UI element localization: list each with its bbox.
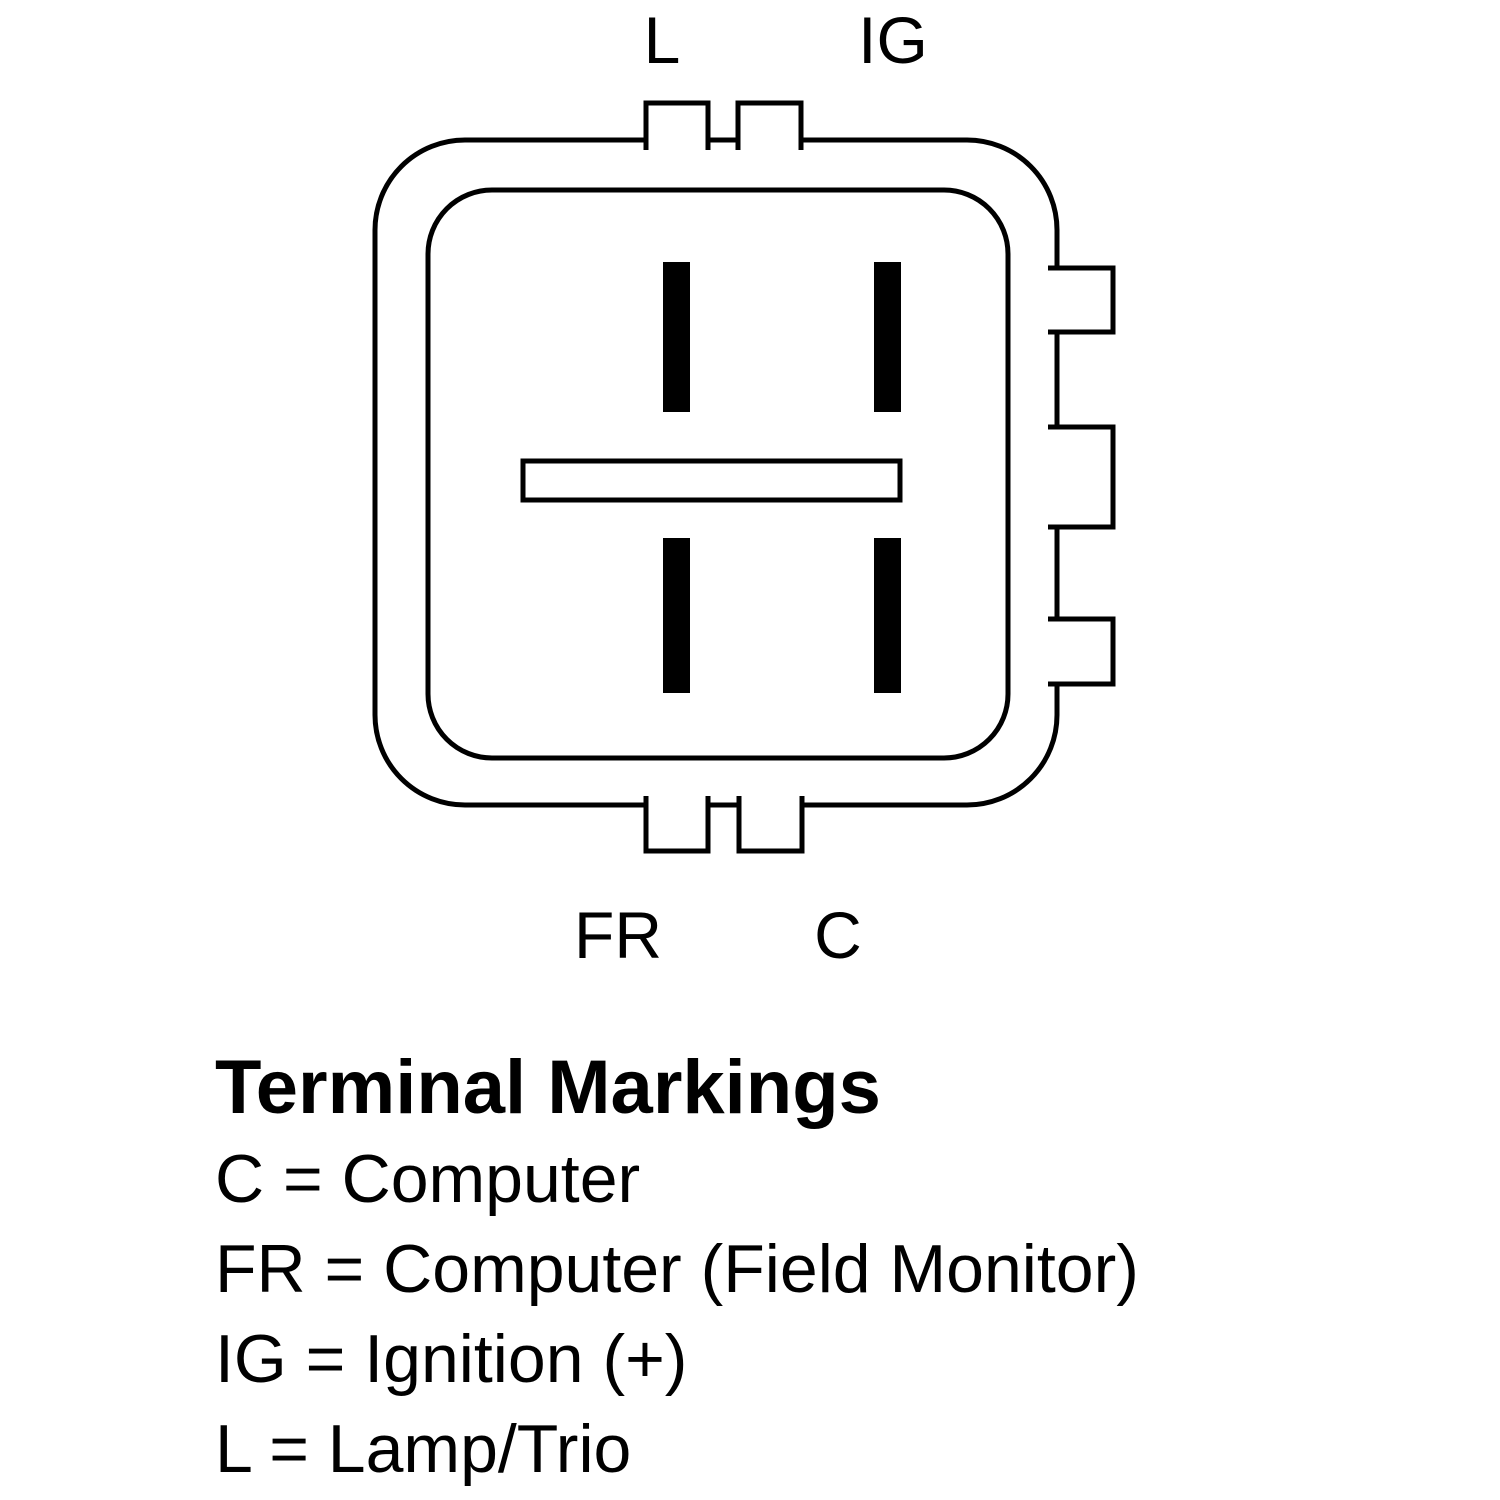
legend-title: Terminal Markings	[215, 1045, 881, 1130]
pin-top-left	[663, 262, 690, 412]
terminal-label-fr: FR	[574, 898, 662, 972]
pin-bottom-right	[874, 538, 901, 693]
terminal-label-c: C	[814, 898, 862, 972]
pin-top-right	[874, 262, 901, 412]
terminal-label-l: L	[644, 3, 681, 77]
tab-right-bottom	[1048, 616, 1116, 687]
tab-bottom-left	[643, 796, 711, 854]
pin-bottom-left	[663, 538, 690, 693]
legend-entry-l: L = Lamp/Trio	[215, 1411, 632, 1487]
tab-bottom-right	[736, 796, 805, 854]
legend-entry-fr: FR = Computer (Field Monitor)	[215, 1231, 1139, 1307]
center-key-slot	[520, 458, 903, 503]
legend-entry-c: C = Computer	[215, 1141, 641, 1217]
terminal-label-ig: IG	[858, 3, 928, 77]
terminal-markings-legend: Terminal Markings C = Computer FR = Comp…	[215, 1042, 1139, 1494]
tab-top-right	[735, 100, 804, 150]
tab-top-left	[643, 100, 711, 150]
tab-right-top	[1048, 265, 1116, 335]
tab-right-middle	[1048, 424, 1116, 530]
legend-entry-ig: IG = Ignition (+)	[215, 1321, 688, 1397]
